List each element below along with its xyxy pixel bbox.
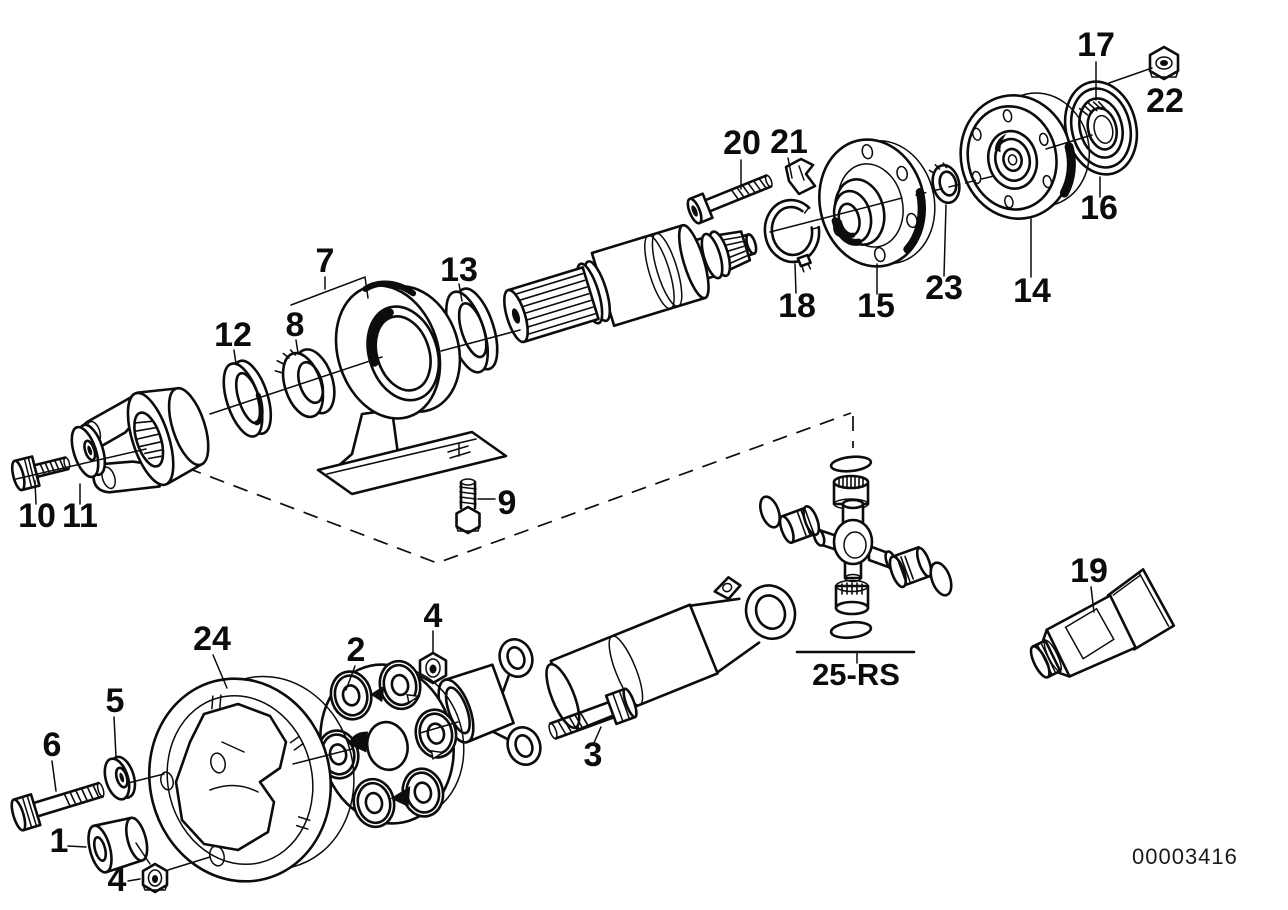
part-label-9: 9	[498, 484, 517, 522]
ujoint-cup-top	[832, 474, 870, 510]
cv-joint-housing-14	[959, 92, 1091, 220]
part-label-24: 24	[193, 620, 231, 658]
part-label-23: 23	[925, 269, 963, 307]
ujoint-cup-left	[778, 505, 821, 545]
part-label-4-lower: 4	[108, 861, 127, 899]
vibration-damper-24	[147, 675, 355, 883]
part-label-4-upper: 4	[424, 597, 443, 635]
hex-nut-4-lower	[141, 862, 169, 894]
bearing-8	[274, 348, 336, 419]
center-bearing-housing	[334, 280, 462, 420]
part-label-10: 10	[18, 497, 56, 535]
seal-17-hatch	[1078, 101, 1107, 116]
part-label-5: 5	[106, 682, 125, 720]
center-bearing-bracket-7	[316, 280, 508, 535]
part-label-2: 2	[347, 631, 366, 669]
centerlines	[15, 134, 1093, 871]
part-label-3: 3	[584, 736, 603, 774]
part-label-15: 15	[857, 287, 895, 325]
part-label-16: 16	[1080, 189, 1118, 227]
part-label-8: 8	[286, 306, 305, 344]
ujoint-cup-bottom	[834, 579, 870, 616]
part-label-25rs: 25-RS	[812, 657, 900, 692]
washer-5	[103, 755, 137, 801]
ring-13	[444, 287, 499, 374]
part-label-12: 12	[214, 316, 252, 354]
part-label-17: 17	[1077, 26, 1115, 64]
figure-number: 00003416	[1132, 844, 1238, 869]
part-label-6: 6	[43, 726, 62, 764]
part-label-13: 13	[440, 251, 478, 289]
hex-bolt-10	[10, 455, 71, 492]
dust-cover-16	[1063, 80, 1139, 176]
part-label-20: 20	[723, 124, 761, 162]
ring-12	[222, 359, 273, 438]
ring-23	[928, 162, 961, 205]
hex-bolt-6	[10, 781, 105, 832]
part-label-11: 11	[62, 497, 98, 535]
drive-flange-15	[818, 138, 936, 268]
rear-shaft-tube	[545, 576, 797, 731]
universal-joint-25	[759, 455, 953, 664]
part-label-19: 19	[1070, 552, 1108, 590]
splined-shaft-upper	[503, 223, 758, 344]
socket-bolt-20	[686, 174, 773, 225]
part-label-18: 18	[778, 287, 816, 325]
hex-nut-4-upper	[418, 651, 448, 685]
front-yoke	[78, 386, 210, 494]
part-label-7: 7	[316, 242, 335, 280]
leader-lines	[34, 61, 1153, 882]
clamp-screw	[796, 253, 812, 273]
part-label-1: 1	[50, 822, 69, 860]
hex-nut-22	[1148, 45, 1180, 81]
clamp-ring-18	[763, 198, 821, 273]
bracket-bolt-9	[455, 478, 481, 535]
part-label-21: 21	[770, 123, 808, 161]
ujoint-cup-right	[888, 545, 933, 589]
assembly-alignment-dashes	[139, 412, 854, 564]
ujoint-cross	[812, 498, 898, 583]
part-labels: 17 22 16 14 23 15 18 20 21 13 7 8 12 9 1…	[18, 26, 1184, 899]
grease-tube-19	[1029, 568, 1176, 679]
lock-plate-21	[784, 157, 817, 196]
hex-bolt-3	[548, 687, 638, 740]
part-label-22: 22	[1146, 82, 1184, 120]
spacer-bushing-1	[87, 816, 149, 874]
part-label-14: 14	[1013, 272, 1051, 310]
